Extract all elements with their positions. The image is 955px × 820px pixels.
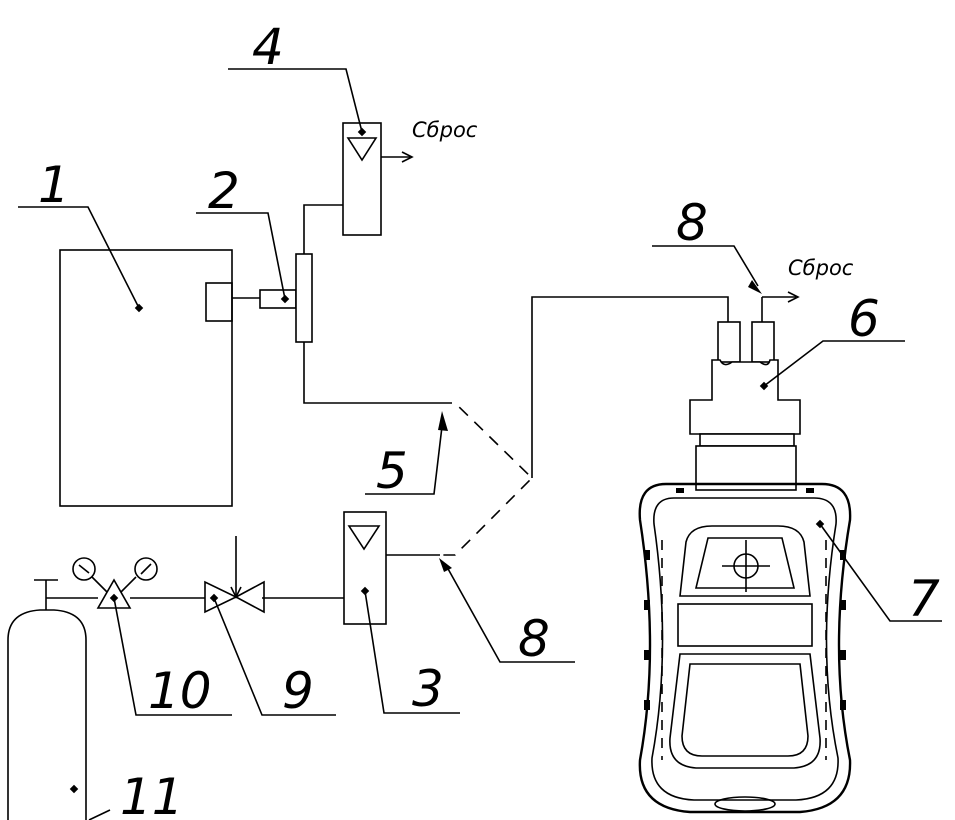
line-2-to-5	[303, 342, 440, 404]
component-6-adapter	[689, 291, 801, 491]
vent-label-top: Сброс	[412, 118, 478, 142]
vent-label-right: Сброс	[788, 256, 854, 280]
component-9-valve	[204, 536, 265, 614]
label-10: 10	[148, 662, 212, 720]
label-2: 2	[208, 162, 240, 220]
label-5: 5	[376, 442, 408, 500]
label-3: 3	[412, 660, 444, 718]
component-1-box	[59, 249, 233, 507]
label-6: 6	[848, 290, 880, 348]
label-11: 11	[120, 768, 184, 820]
leader-lines	[18, 68, 942, 820]
label-7: 7	[908, 570, 940, 628]
component-7-detector	[638, 482, 852, 814]
component-4-flowmeter	[342, 122, 414, 236]
label-9: 9	[282, 662, 314, 720]
dashed-connection	[440, 402, 534, 556]
line-2-to-4	[303, 204, 343, 254]
line-to-device-6	[531, 296, 729, 478]
label-8-bottom: 8	[518, 610, 550, 668]
component-3-flowmeter	[343, 511, 440, 625]
label-8-top: 8	[676, 194, 708, 252]
label-1: 1	[38, 156, 70, 214]
component-11-cylinder	[7, 579, 87, 820]
component-2-tee	[232, 253, 313, 343]
component-10-reducer	[72, 557, 158, 609]
label-4: 4	[252, 18, 284, 76]
